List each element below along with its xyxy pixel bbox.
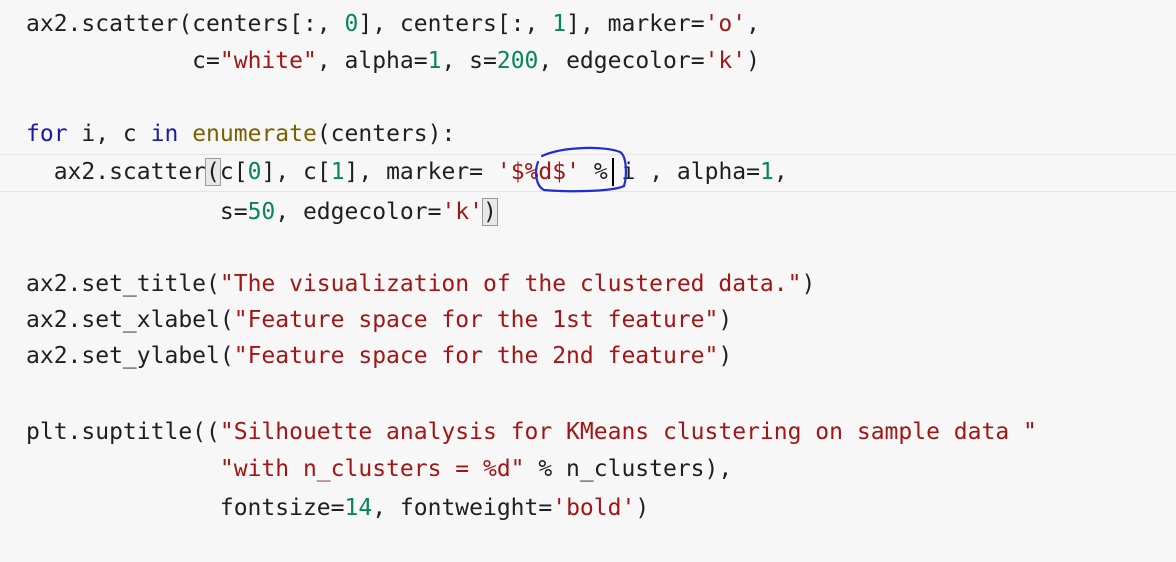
code-text: ax2.scatter: [26, 159, 207, 185]
code-text: s=: [26, 199, 248, 225]
code-text: , edgecolor=: [538, 48, 705, 74]
string-token: 'k': [704, 48, 747, 74]
code-line[interactable]: ax2.set_title("The visualization of the …: [0, 266, 1176, 302]
number-token: 1: [330, 159, 345, 185]
current-line-highlight: [0, 154, 1176, 192]
keyword-token: in: [150, 121, 179, 147]
number-token: 1: [427, 48, 442, 74]
code-text: ], marker=: [344, 159, 497, 185]
code-text: fontsize=: [26, 495, 345, 521]
number-token: 50: [247, 199, 276, 225]
code-line[interactable]: plt.suptitle(("Silhouette analysis for K…: [0, 414, 1176, 450]
string-token: 'k': [441, 199, 483, 225]
code-line[interactable]: s=50, edgecolor='k'): [0, 194, 1176, 230]
code-text: ], centers[:,: [358, 11, 553, 37]
code-line[interactable]: [0, 230, 1176, 266]
number-token: 1: [759, 159, 774, 185]
code-text: ): [801, 271, 816, 297]
string-token: "Silhouette analysis for KMeans clusteri…: [219, 419, 1037, 445]
number-token: 1: [552, 11, 567, 37]
code-text: ): [635, 495, 650, 521]
number-token: 0: [344, 11, 359, 37]
code-text: ): [718, 307, 733, 333]
code-line[interactable]: ax2.scatter(centers[:, 0], centers[:, 1]…: [0, 6, 1176, 42]
matching-bracket: (: [205, 158, 221, 186]
code-line[interactable]: [0, 80, 1176, 116]
code-line[interactable]: for i, c in enumerate(centers):: [0, 116, 1176, 152]
function-token: enumerate: [192, 121, 317, 147]
hand-drawn-circle-annotation: [534, 146, 627, 193]
number-token: 0: [247, 159, 262, 185]
code-text: ,: [746, 11, 760, 37]
code-text: % n_clusters),: [524, 456, 733, 482]
text-cursor: [612, 158, 614, 186]
code-text: ax2.set_title(: [26, 271, 220, 297]
string-token: "The visualization of the clustered data…: [219, 271, 802, 297]
code-text: [26, 456, 220, 482]
code-text: ax2.set_xlabel(: [26, 307, 234, 333]
code-line[interactable]: ax2.set_xlabel("Feature space for the 1s…: [0, 302, 1176, 338]
string-token: 'bold': [552, 495, 636, 521]
keyword-token: for: [26, 121, 68, 147]
code-text: [178, 121, 192, 147]
code-line[interactable]: "with n_clusters = %d" % n_clusters),: [0, 451, 1176, 487]
code-text: ,: [773, 159, 788, 185]
string-token: 'o': [704, 11, 747, 37]
code-text: c=: [26, 48, 220, 74]
code-text: ], c[: [261, 159, 331, 185]
code-text: , alpha=: [316, 48, 428, 74]
code-text: ): [746, 48, 760, 74]
code-text: ], marker=: [566, 11, 705, 37]
string-token: "Feature space for the 1st feature": [233, 307, 719, 333]
code-text: plt.suptitle((: [26, 419, 220, 445]
string-token: "white": [219, 48, 317, 74]
code-text: ax2.set_ylabel(: [26, 343, 234, 369]
matching-bracket: ): [481, 198, 498, 226]
code-text: ): [718, 343, 733, 369]
code-line[interactable]: ax2.set_ylabel("Feature space for the 2n…: [0, 338, 1176, 374]
code-text: i, c: [67, 121, 151, 147]
number-token: 200: [496, 48, 539, 74]
code-line[interactable]: [0, 374, 1176, 410]
number-token: 14: [344, 495, 373, 521]
code-text: , s=: [441, 48, 497, 74]
code-text: , fontweight=: [372, 495, 553, 521]
code-text: c[: [219, 159, 248, 185]
code-line[interactable]: fontsize=14, fontweight='bold'): [0, 490, 1176, 526]
code-text: (centers):: [316, 121, 456, 147]
code-text: ax2.scatter(centers[:,: [26, 11, 345, 37]
code-text: , edgecolor=: [275, 199, 442, 225]
string-token: "Feature space for the 2nd feature": [233, 343, 719, 369]
string-token: "with n_clusters = %d": [219, 456, 525, 482]
code-line[interactable]: c="white", alpha=1, s=200, edgecolor='k'…: [0, 43, 1176, 79]
